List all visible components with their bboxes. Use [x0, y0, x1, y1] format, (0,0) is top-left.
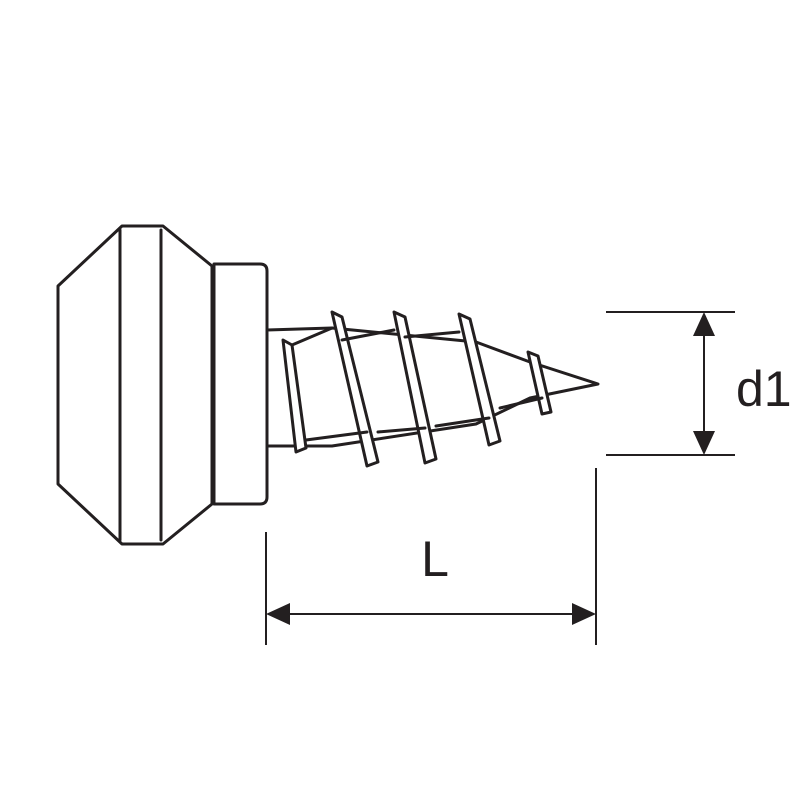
thread-root-7	[498, 396, 544, 410]
thread-2	[330, 310, 380, 468]
diameter-label: d1	[736, 361, 792, 417]
shank-core	[265, 326, 600, 448]
diameter-dimension: d1	[606, 311, 792, 456]
thread-3	[392, 310, 438, 465]
thread-root-6	[434, 416, 491, 428]
thread-5	[526, 350, 553, 416]
diameter-arrow-bottom	[693, 431, 715, 455]
thread-4	[457, 312, 502, 447]
length-arrow-right	[572, 603, 596, 625]
screw-head	[56, 224, 269, 546]
length-arrow-left	[266, 603, 290, 625]
length-label: L	[421, 531, 449, 587]
diameter-arrow-top	[693, 312, 715, 336]
head-dome	[56, 224, 214, 546]
thread-root-3	[403, 330, 461, 339]
thread-root-2	[340, 328, 396, 342]
thread-root-5	[376, 426, 427, 434]
screw-shank	[265, 310, 600, 468]
thread-root-1	[290, 326, 334, 347]
thread-1	[281, 338, 308, 454]
length-dimension: L	[265, 468, 597, 645]
head-collar	[212, 262, 269, 506]
thread-root-4	[304, 430, 369, 442]
